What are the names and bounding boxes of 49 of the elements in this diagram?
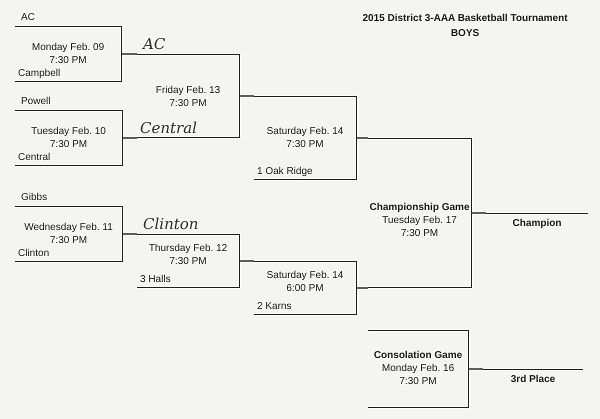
team-name: Central [18,151,50,164]
handwritten-team-name: Central [140,119,197,137]
game-schedule: Wednesday Feb. 11 [23,221,114,234]
game-schedule: 7:30 PM [48,54,88,67]
game-bracket [368,330,469,408]
game-schedule: 7:30 PM [285,138,325,151]
game-schedule: Saturday Feb. 14 [266,125,344,138]
handwritten-team-name: Clinton [143,215,198,233]
bracket-line [240,95,254,97]
place-label: Champion [512,217,562,230]
game-schedule: Thursday Feb. 12 [148,242,228,255]
bracket-line [123,137,137,139]
handwritten-team-name: AC [143,35,166,53]
bracket-line [472,212,486,214]
team-name: 3 Halls [140,273,171,286]
team-name: 1 Oak Ridge [257,165,313,178]
game-schedule: 7:30 PM [398,375,438,388]
team-name: Powell [21,95,50,108]
game-schedule: 7:30 PM [168,97,208,110]
team-name: Clinton [18,247,50,260]
bracket-line [122,53,137,55]
team-name: Gibbs [21,191,48,204]
game-schedule: 7:30 PM [400,227,440,240]
team-name: AC [21,11,35,24]
game-bracket [254,261,357,315]
team-name: Campbell [18,67,60,80]
game-schedule: Tuesday Feb. 17 [381,214,458,227]
game-schedule: Saturday Feb. 14 [266,269,344,282]
bracket-line [123,233,137,235]
place-label: 3rd Place [510,373,556,386]
game-schedule: 7:30 PM [48,138,88,151]
game-schedule: 7:30 PM [168,255,208,268]
bracket-line [240,260,254,262]
game-title: Consolation Game [372,349,464,362]
subtitle: BOYS [450,27,480,40]
game-schedule: Monday Feb. 16 [380,362,456,375]
game-bracket [368,138,472,288]
bracket-line [357,287,368,289]
game-schedule: 7:30 PM [48,234,88,247]
game-bracket [254,96,357,180]
title: 2015 District 3-AAA Basketball Tournament [361,12,569,25]
bracket-line [357,137,368,139]
team-name: 2 Karns [257,300,292,313]
game-schedule: 6:00 PM [285,282,325,295]
game-schedule: Friday Feb. 13 [154,84,222,97]
game-title: Championship Game [368,201,470,214]
bracket-line [469,368,483,370]
game-schedule: Monday Feb. 09 [30,41,106,54]
game-schedule: Tuesday Feb. 10 [30,125,107,138]
